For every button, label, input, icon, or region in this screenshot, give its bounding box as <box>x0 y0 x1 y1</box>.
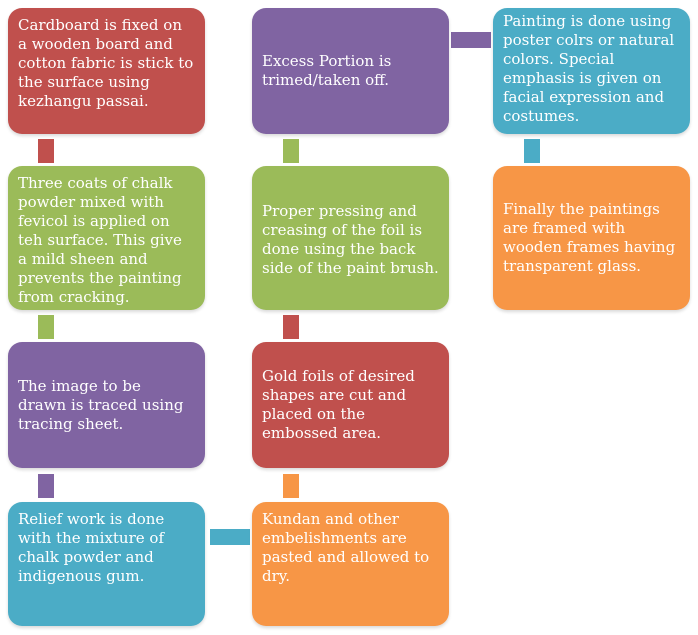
connector-1-2 <box>38 139 54 163</box>
step-5-box: Kundan and other embelishments are paste… <box>252 502 449 626</box>
connector-8-9 <box>451 32 491 48</box>
connector-3-4 <box>38 474 54 498</box>
connector-9-10 <box>524 139 540 163</box>
connector-6-7 <box>283 315 299 339</box>
connector-2-3 <box>38 315 54 339</box>
step-6-text: Gold foils of desired shapes are cut and… <box>262 367 415 442</box>
step-8-text: Excess Portion is trimed/taken off. <box>262 52 392 89</box>
step-1-text: Cardboard is fixed on a wooden board and… <box>18 16 194 110</box>
step-10-box: Finally the paintings are framed with wo… <box>493 166 690 310</box>
step-7-text: Proper pressing and creasing of the foil… <box>262 202 439 277</box>
connector-4-5 <box>210 529 250 545</box>
step-5-text: Kundan and other embelishments are paste… <box>262 510 430 585</box>
step-4-box: Relief work is done with the mixture of … <box>8 502 205 626</box>
step-9-text: Painting is done using poster colrs or n… <box>503 12 675 125</box>
connector-7-8 <box>283 139 299 163</box>
step-1-box: Cardboard is fixed on a wooden board and… <box>8 8 205 134</box>
step-9-box: Painting is done using poster colrs or n… <box>493 8 690 134</box>
step-2-box: Three coats of chalk powder mixed with f… <box>8 166 205 310</box>
step-6-box: Gold foils of desired shapes are cut and… <box>252 342 449 468</box>
step-3-box: The image to be drawn is traced using tr… <box>8 342 205 468</box>
step-7-box: Proper pressing and creasing of the foil… <box>252 166 449 310</box>
connector-5-6 <box>283 474 299 498</box>
step-8-box: Excess Portion is trimed/taken off. <box>252 8 449 134</box>
step-3-text: The image to be drawn is traced using tr… <box>18 376 184 433</box>
step-4-text: Relief work is done with the mixture of … <box>18 510 165 585</box>
step-10-text: Finally the paintings are framed with wo… <box>503 200 676 275</box>
step-2-text: Three coats of chalk powder mixed with f… <box>18 174 182 306</box>
